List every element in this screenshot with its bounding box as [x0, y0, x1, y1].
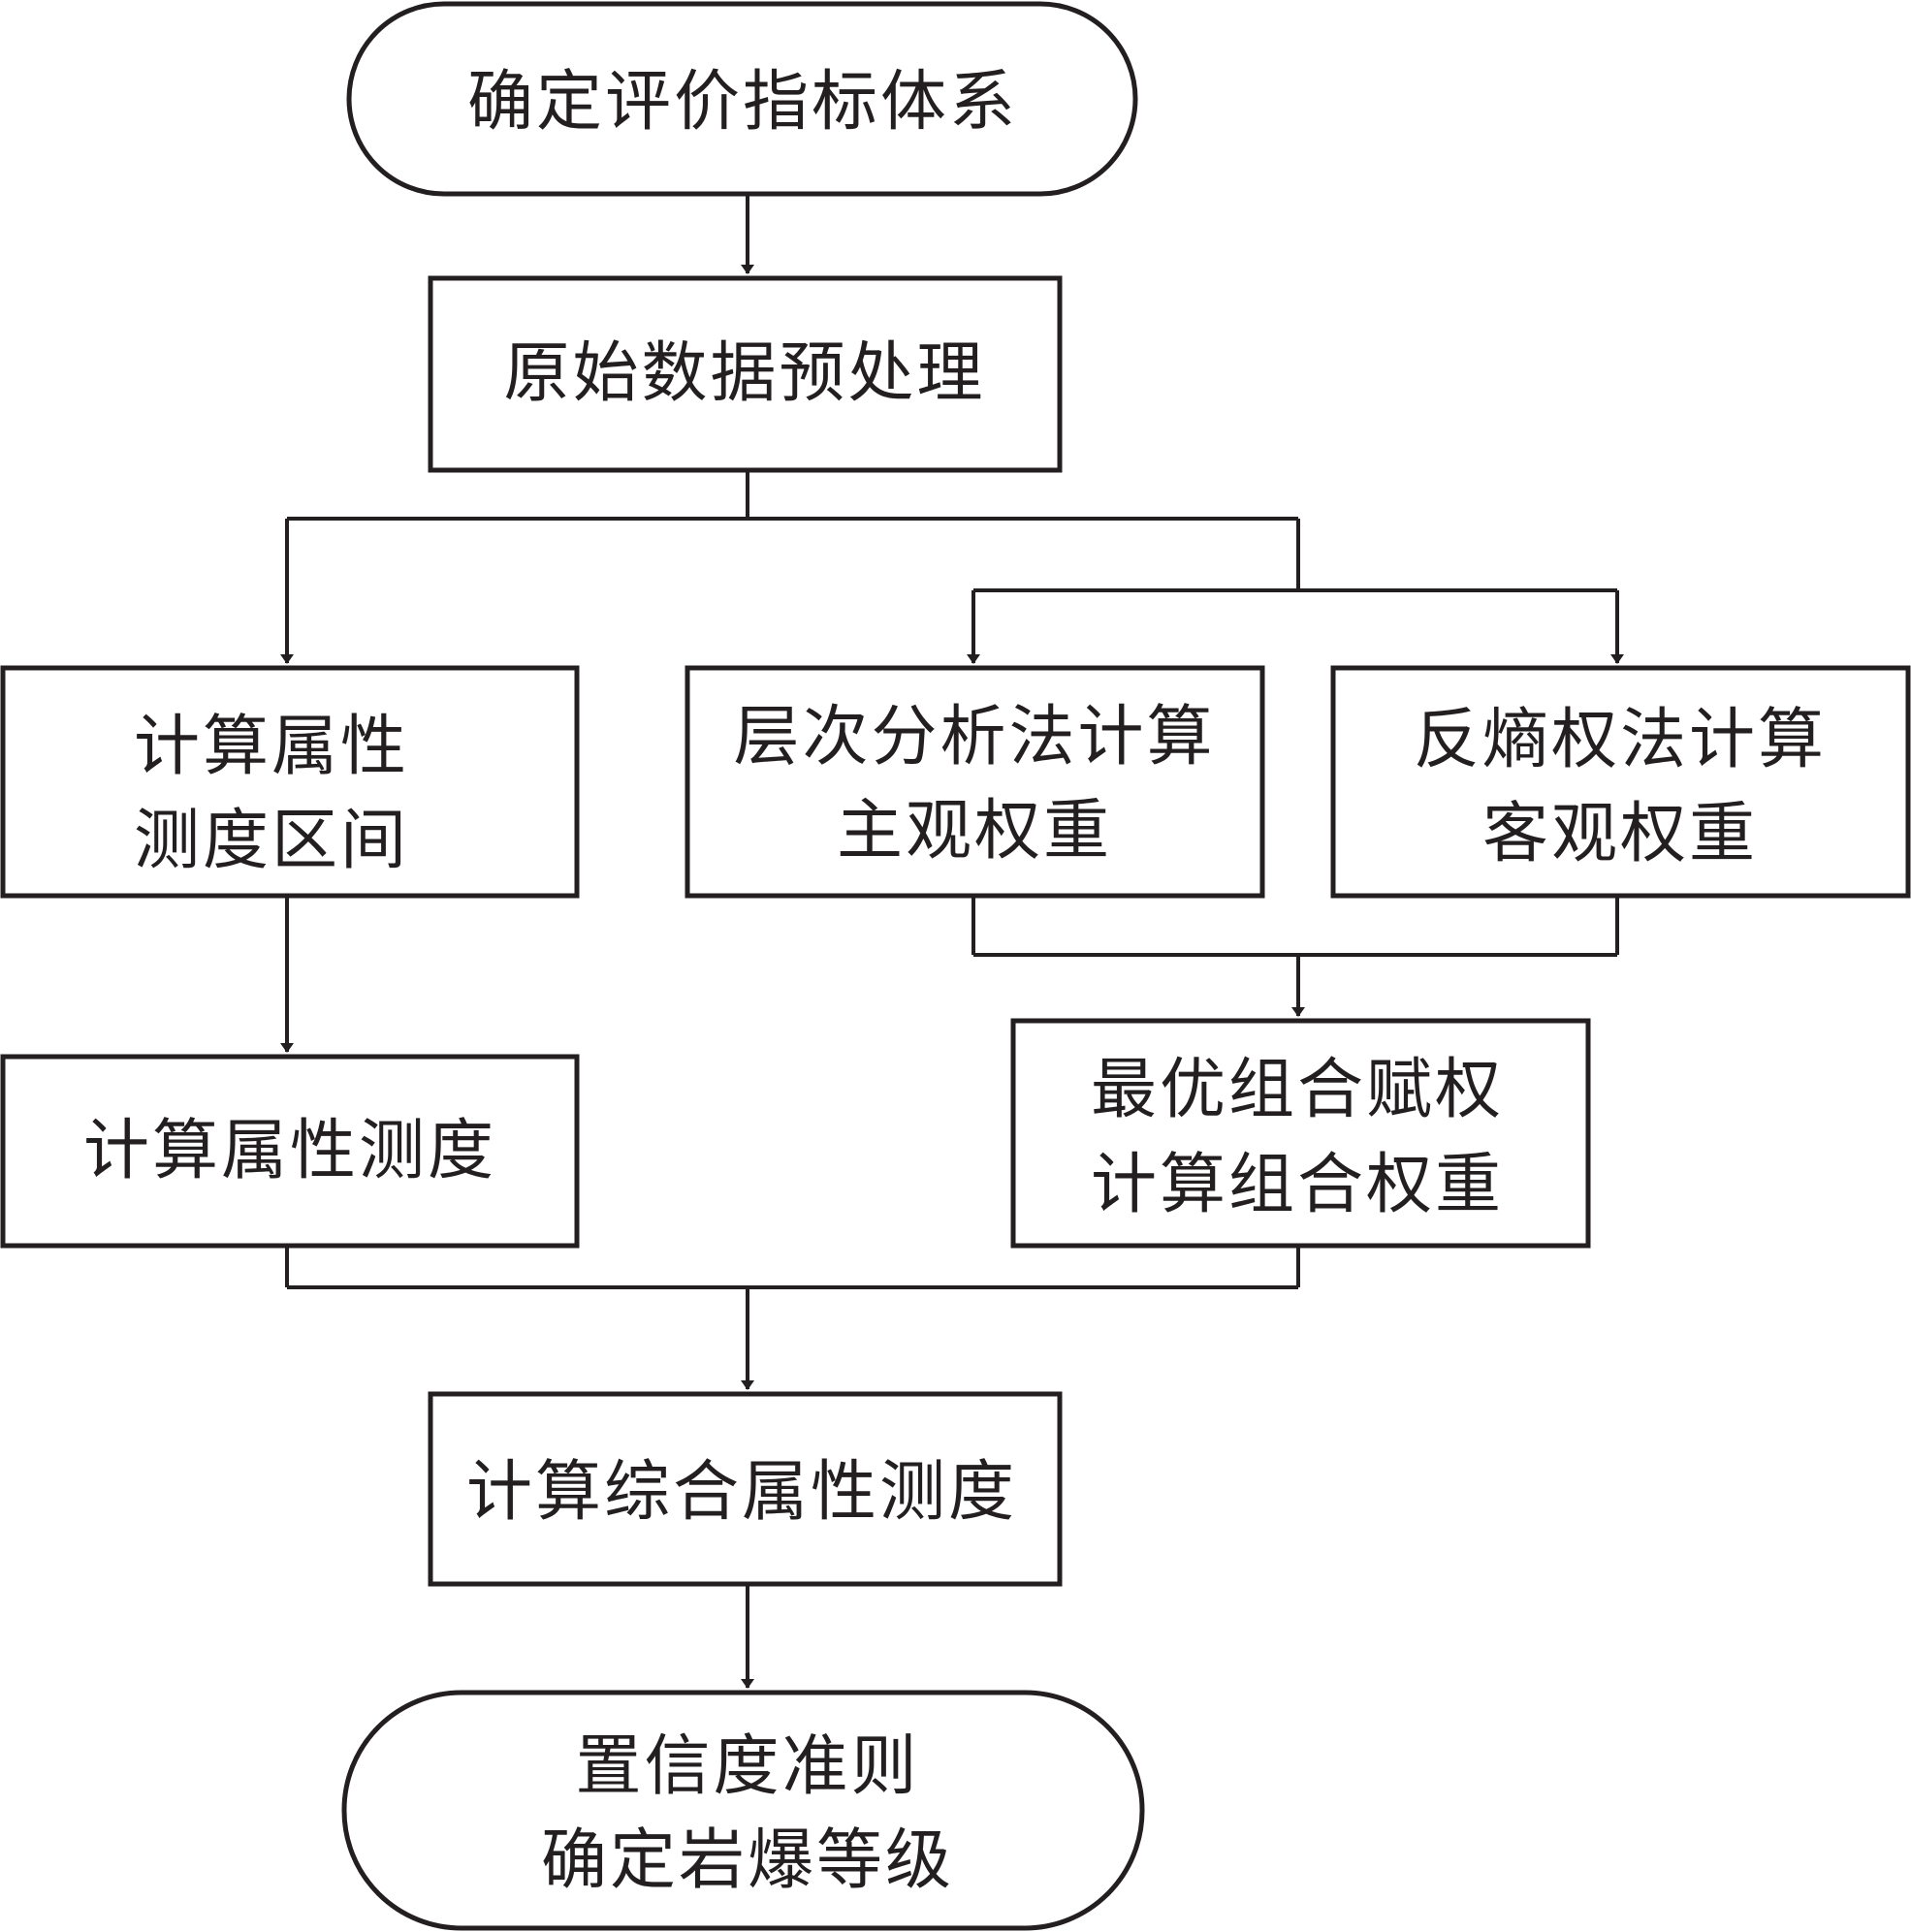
entropy-label-line2: 客观权重 [1482, 796, 1758, 872]
measure-label: 计算属性测度 [83, 1113, 496, 1189]
connectors [280, 195, 1624, 1689]
process-measure: 计算属性测度 [0, 1054, 580, 1249]
start-label: 确定评价指标体系 [467, 64, 1018, 141]
process-entropy: 反熵权法计算 客观权重 [1330, 665, 1911, 899]
ahp-label-line1: 层次分析法计算 [733, 699, 1215, 776]
process-interval: 计算属性 测度区间 [0, 665, 580, 899]
combine-label-line2: 计算组合权重 [1091, 1147, 1504, 1223]
process-comprehensive: 计算综合属性测度 [428, 1391, 1063, 1587]
entropy-label-line1: 反熵权法计算 [1414, 702, 1827, 778]
preprocess-label: 原始数据预处理 [503, 335, 985, 412]
end-label-line2: 确定岩爆等级 [541, 1822, 954, 1899]
ahp-label-line2: 主观权重 [837, 793, 1112, 870]
terminal-start: 确定评价指标体系 [346, 1, 1138, 197]
combine-label-line1: 最优组合赋权 [1091, 1052, 1504, 1128]
end-label-line1: 置信度准则 [575, 1728, 919, 1805]
interval-label-line2: 测度区间 [134, 803, 409, 879]
process-preprocess: 原始数据预处理 [428, 275, 1063, 473]
terminal-end: 置信度准则 确定岩爆等级 [341, 1690, 1145, 1931]
process-ahp: 层次分析法计算 主观权重 [685, 665, 1265, 899]
process-combine: 最优组合赋权 计算组合权重 [1010, 1018, 1591, 1249]
comprehensive-label: 计算综合属性测度 [466, 1454, 1017, 1531]
interval-label-line1: 计算属性 [134, 709, 409, 785]
